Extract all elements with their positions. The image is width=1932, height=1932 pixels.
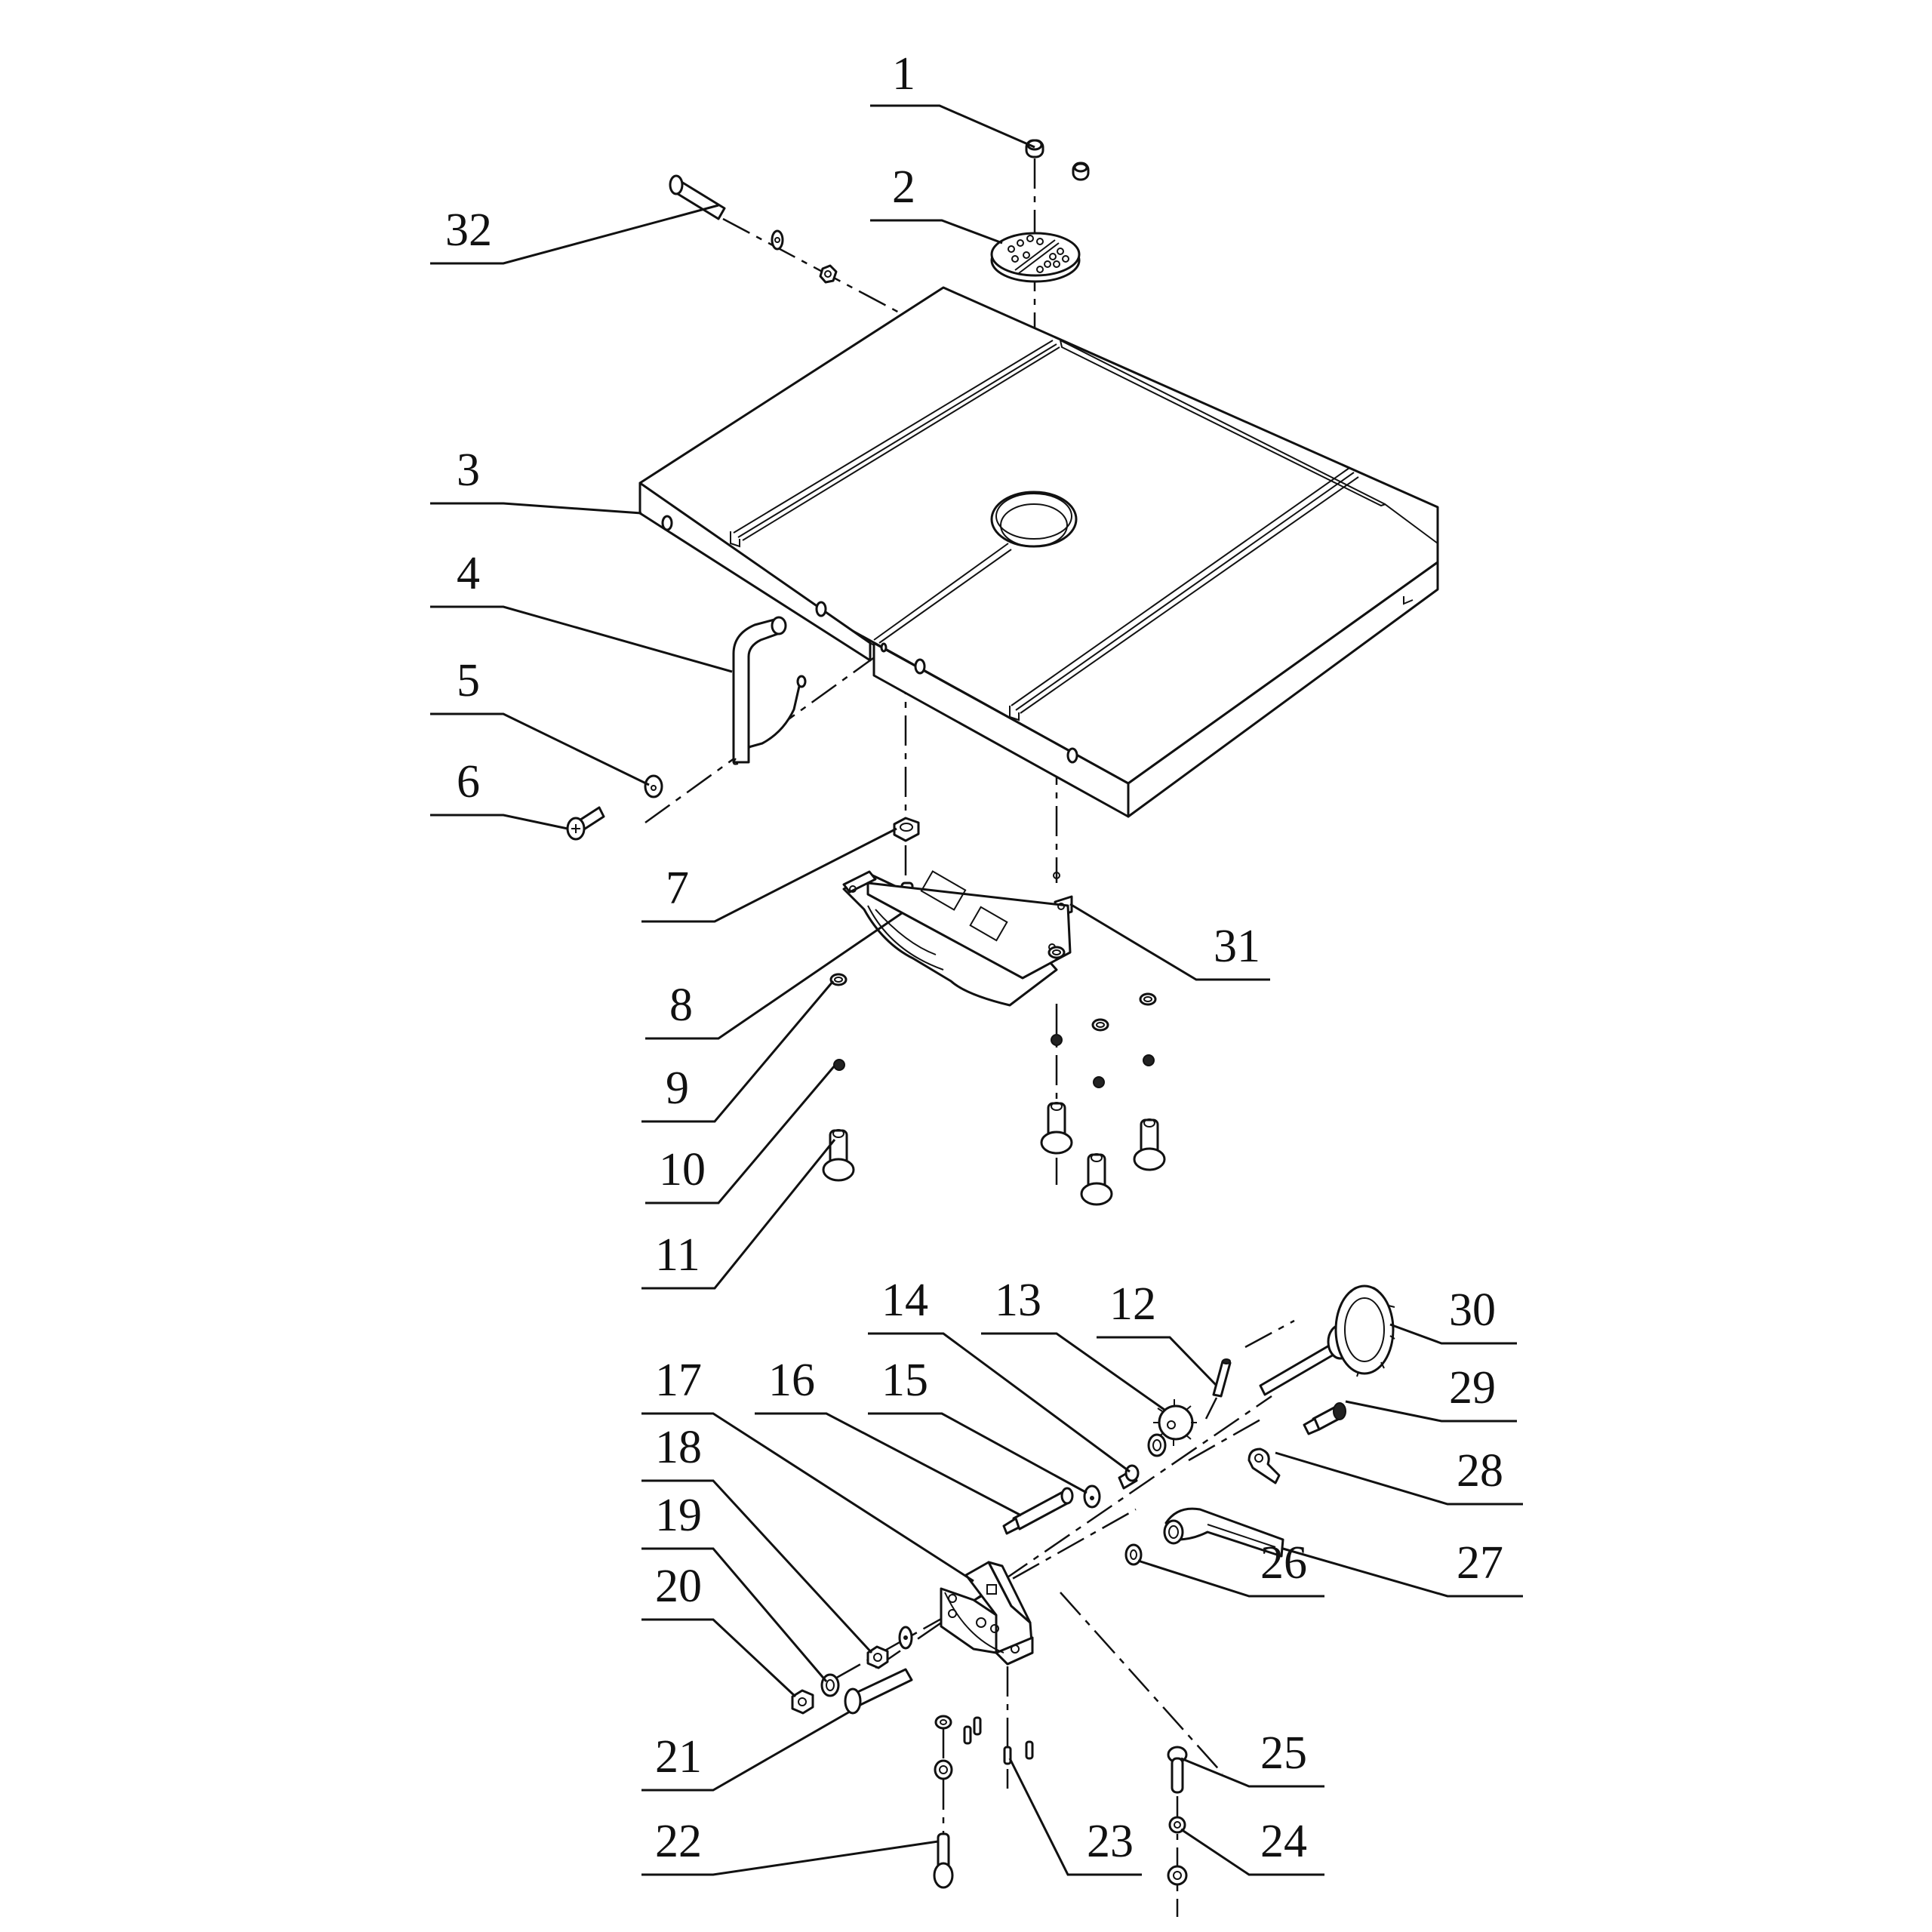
callout-label-28: 28 <box>1457 1445 1503 1497</box>
callout-label-10: 10 <box>659 1144 706 1195</box>
part-24-nut[interactable] <box>1167 1816 1188 1886</box>
callout-21[interactable]: 21 <box>641 1710 851 1792</box>
callout-25[interactable]: 25 <box>1180 1727 1324 1788</box>
callout-2[interactable]: 2 <box>870 162 1003 245</box>
callout-3[interactable]: 3 <box>430 445 642 515</box>
callout-23[interactable]: 23 <box>1008 1758 1142 1876</box>
callout-label-3: 3 <box>457 445 480 496</box>
callout-label-7: 7 <box>666 863 689 914</box>
callout-label-4: 4 <box>457 548 480 599</box>
callout-label-31: 31 <box>1214 921 1260 972</box>
part-23-set-screw[interactable] <box>963 1716 1034 1765</box>
part-30-tilt-knob[interactable] <box>1259 1284 1395 1396</box>
callout-27[interactable]: 27 <box>1282 1537 1523 1598</box>
callout-label-32: 32 <box>445 205 492 256</box>
callout-label-21: 21 <box>655 1731 702 1783</box>
callout-12[interactable]: 12 <box>1097 1278 1218 1387</box>
callout-label-15: 15 <box>881 1355 928 1406</box>
part-4-guard-hook[interactable] <box>732 616 807 765</box>
callout-8[interactable]: 8 <box>645 912 903 1040</box>
callout-4[interactable]: 4 <box>430 548 733 673</box>
callout-label-24: 24 <box>1260 1816 1307 1867</box>
callout-31[interactable]: 31 <box>1069 903 1270 981</box>
callout-17[interactable]: 17 <box>641 1355 974 1583</box>
part-10-lock-washer[interactable] <box>833 1034 1155 1088</box>
callout-label-12: 12 <box>1109 1278 1156 1330</box>
callout-20[interactable]: 20 <box>641 1561 797 1698</box>
callout-22[interactable]: 22 <box>641 1816 939 1876</box>
callout-label-13: 13 <box>995 1275 1041 1326</box>
callout-19[interactable]: 19 <box>641 1490 828 1682</box>
callout-10[interactable]: 10 <box>645 1065 836 1204</box>
callout-6[interactable]: 6 <box>430 756 568 830</box>
callout-9[interactable]: 9 <box>641 980 835 1123</box>
part-1-set-screw[interactable] <box>1025 139 1090 181</box>
callout-11[interactable]: 11 <box>641 1139 836 1290</box>
callout-29[interactable]: 29 <box>1345 1362 1517 1423</box>
part-29-screw[interactable] <box>1303 1402 1346 1435</box>
callout-28[interactable]: 28 <box>1275 1445 1523 1506</box>
callout-label-25: 25 <box>1260 1727 1307 1779</box>
part-7-hex-nut[interactable] <box>893 817 920 842</box>
callout-label-29: 29 <box>1449 1362 1496 1414</box>
part-32-bolt[interactable] <box>669 174 838 284</box>
callout-label-8: 8 <box>669 980 693 1031</box>
part-5-washer[interactable] <box>644 774 663 798</box>
part-17-trunnion-bracket[interactable] <box>940 1561 1034 1666</box>
part-9-flat-washer[interactable] <box>829 946 1157 1032</box>
callout-5[interactable]: 5 <box>430 655 650 786</box>
callout-label-1: 1 <box>892 48 915 100</box>
callout-16[interactable]: 16 <box>755 1355 1022 1517</box>
part-15-washer[interactable] <box>1083 1484 1101 1509</box>
callout-15[interactable]: 15 <box>868 1355 1088 1494</box>
callouts: 1 2 32 3 4 5 6 7 <box>430 48 1523 1876</box>
callout-24[interactable]: 24 <box>1180 1816 1324 1876</box>
callout-label-23: 23 <box>1087 1816 1134 1867</box>
part-18-lock-nut[interactable] <box>866 1626 913 1669</box>
part-14-set-screw[interactable] <box>1118 1464 1140 1490</box>
part-2-table-insert[interactable] <box>990 232 1081 283</box>
part-22-cap-screw[interactable] <box>933 1715 954 1889</box>
part-28-pointer[interactable] <box>1247 1447 1281 1484</box>
callout-label-30: 30 <box>1449 1284 1496 1336</box>
callout-26[interactable]: 26 <box>1137 1537 1324 1598</box>
part-31-trunnion[interactable] <box>842 870 1073 1007</box>
callout-label-2: 2 <box>892 162 915 213</box>
callout-label-27: 27 <box>1457 1537 1503 1589</box>
part-13-pinion-gear[interactable] <box>1147 1399 1197 1457</box>
callout-label-9: 9 <box>666 1063 689 1114</box>
callout-label-14: 14 <box>881 1275 928 1326</box>
callout-label-11: 11 <box>655 1229 700 1281</box>
callout-13[interactable]: 13 <box>981 1275 1165 1411</box>
callout-14[interactable]: 14 <box>868 1275 1131 1473</box>
callout-label-26: 26 <box>1260 1537 1307 1589</box>
callout-7[interactable]: 7 <box>641 827 897 923</box>
callout-label-5: 5 <box>457 655 480 706</box>
callout-30[interactable]: 30 <box>1389 1284 1517 1345</box>
part-6-pan-head-screw[interactable] <box>566 806 605 841</box>
part-20-hex-nut[interactable] <box>791 1689 814 1715</box>
callout-label-17: 17 <box>655 1355 702 1406</box>
callout-32[interactable]: 32 <box>430 204 719 265</box>
callout-1[interactable]: 1 <box>870 48 1035 149</box>
callout-18[interactable]: 18 <box>641 1422 873 1654</box>
part-16-shaft[interactable] <box>1002 1487 1074 1535</box>
part-21-carriage-bolt[interactable] <box>844 1668 913 1715</box>
callout-label-22: 22 <box>655 1816 702 1867</box>
callout-label-18: 18 <box>655 1422 702 1473</box>
callout-label-20: 20 <box>655 1561 702 1612</box>
part-25-pivot-pin[interactable] <box>1167 1746 1188 1794</box>
part-12-roll-pin[interactable] <box>1204 1358 1232 1420</box>
callout-label-16: 16 <box>768 1355 815 1406</box>
callout-label-6: 6 <box>457 756 480 808</box>
callout-label-19: 19 <box>655 1490 702 1541</box>
part-11-cap-screw[interactable] <box>822 1102 1166 1206</box>
part-27-lock-handle[interactable] <box>1163 1507 1284 1558</box>
part-26-washer[interactable] <box>1124 1543 1143 1566</box>
